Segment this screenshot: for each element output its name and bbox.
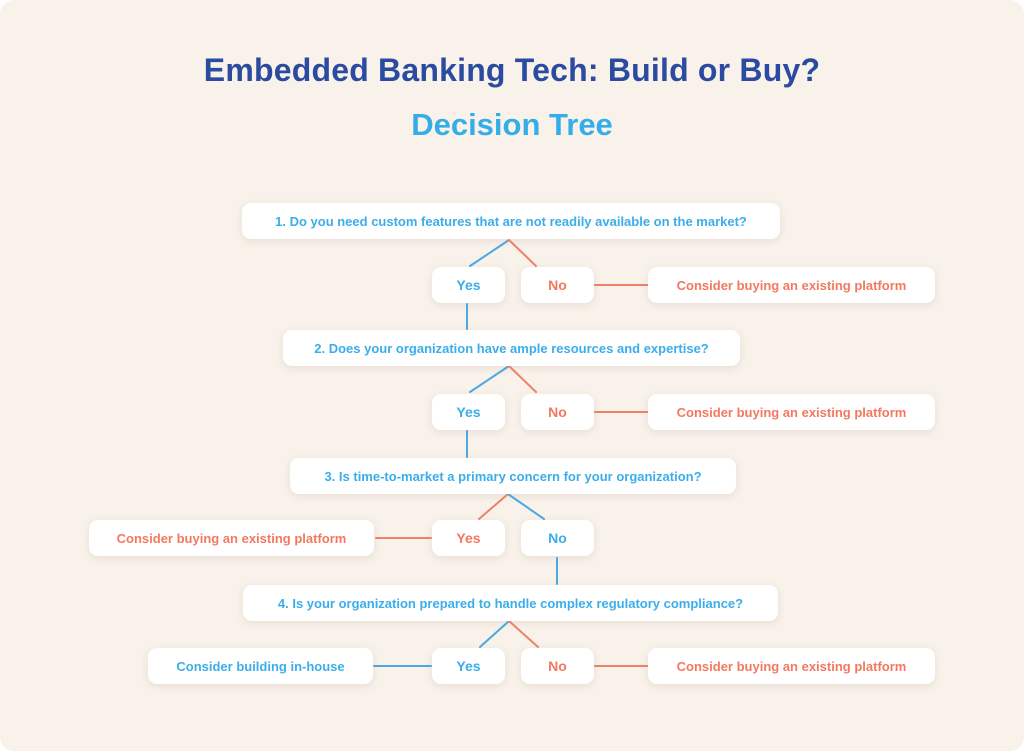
no-option-q3[interactable]: No (521, 520, 594, 556)
outcome-buy-q2: Consider buying an existing platform (648, 394, 935, 430)
yes-option-q1[interactable]: Yes (432, 267, 505, 303)
yes-option-q4[interactable]: Yes (432, 648, 505, 684)
page-subtitle: Decision Tree (411, 107, 613, 142)
connector-q1-yes (469, 239, 510, 267)
no-option-q2[interactable]: No (521, 394, 594, 430)
question-2-box: 2. Does your organization have ample res… (283, 330, 740, 366)
connector-q3-no (507, 493, 545, 520)
outcome-buy-q1: Consider buying an existing platform (648, 267, 935, 303)
question-4-box: 4. Is your organization prepared to hand… (243, 585, 778, 621)
yes-option-q3[interactable]: Yes (432, 520, 505, 556)
connector-q2-no (508, 365, 537, 393)
connector-q2-yes (469, 365, 510, 393)
connector-q4-no (508, 620, 539, 648)
question-1-box: 1. Do you need custom features that are … (242, 203, 780, 239)
no-option-q1[interactable]: No (521, 267, 594, 303)
page-title: Embedded Banking Tech: Build or Buy? (203, 52, 821, 88)
question-3-box: 3. Is time-to-market a primary concern f… (290, 458, 736, 494)
outcome-buy-q4: Consider buying an existing platform (648, 648, 935, 684)
no-option-q4[interactable]: No (521, 648, 594, 684)
outcome-buy-q3: Consider buying an existing platform (89, 520, 374, 556)
connector-q4-yes (479, 620, 510, 648)
outcome-build-q4: Consider building in-house (148, 648, 373, 684)
connector-q1-no (508, 239, 537, 267)
connector-q3-yes (478, 493, 509, 520)
yes-option-q2[interactable]: Yes (432, 394, 505, 430)
